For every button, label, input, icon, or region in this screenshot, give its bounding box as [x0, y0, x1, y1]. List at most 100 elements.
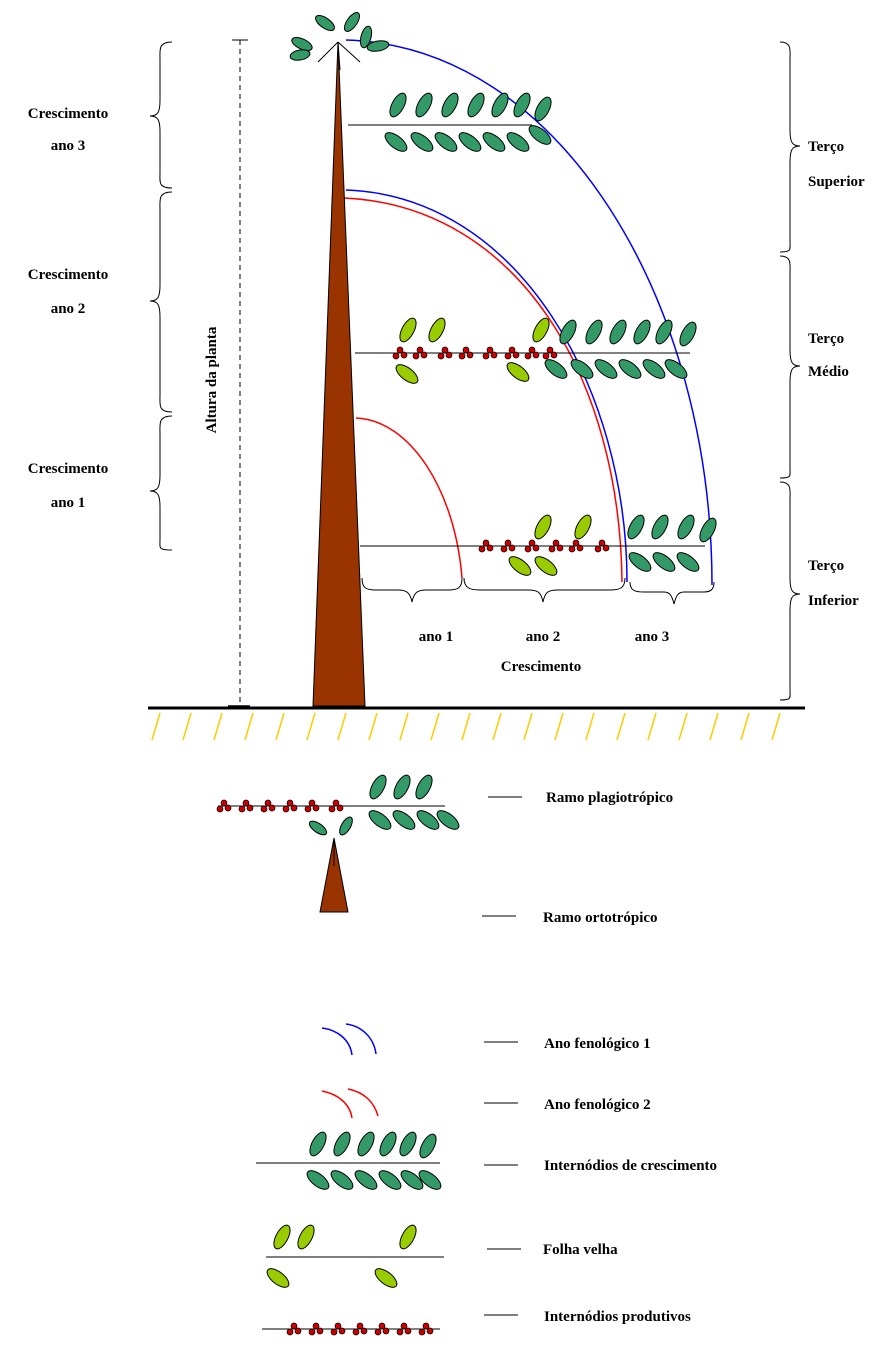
phenological-year2-arc-inner: [355, 417, 463, 579]
old-leaf: [392, 360, 422, 388]
soil-hatch-stroke: [430, 712, 440, 741]
soil-hatch-stroke: [151, 712, 161, 741]
apical-leaves: [289, 12, 390, 71]
young-leaf: [606, 317, 630, 347]
young-leaf: [674, 512, 698, 542]
young-leaf: [648, 512, 672, 542]
young-leaf: [630, 317, 654, 347]
young-leaf: [375, 1166, 405, 1194]
young-leaf: [639, 355, 669, 383]
fruit-cluster: [542, 346, 558, 360]
fruit-cluster: [328, 799, 344, 813]
fruit-cluster: [392, 346, 408, 360]
legend-phenological1-label: Ano fenológico 1: [544, 1036, 651, 1052]
young-leaf: [541, 355, 571, 383]
old-leaf: [425, 315, 449, 345]
left-braces: [149, 41, 173, 551]
young-leaf: [479, 128, 509, 156]
branch-year3: [348, 90, 555, 156]
soil-hatch-stroke: [337, 712, 347, 741]
fruit-cluster: [478, 539, 494, 553]
soil-hatch-stroke: [399, 712, 409, 741]
soil-hatch-stroke: [771, 712, 781, 741]
soil-hatching: [151, 712, 781, 741]
fruit-cluster: [524, 346, 540, 360]
fruit-cluster: [418, 1322, 434, 1336]
soil-hatch-stroke: [678, 712, 688, 741]
fruit-cluster: [330, 1322, 346, 1336]
young-leaf: [624, 512, 648, 542]
young-leaf: [649, 548, 679, 576]
lower-third-label-line2: Inferior: [808, 593, 859, 609]
soil-hatch-stroke: [461, 712, 471, 741]
middle-third-label-line1: Terço: [808, 331, 844, 347]
soil-hatch-stroke: [554, 712, 564, 741]
fruit-cluster: [286, 1322, 302, 1336]
young-leaf: [389, 806, 419, 834]
plant-height-indicator: [228, 39, 250, 707]
young-leaf: [433, 806, 463, 834]
young-leaf: [676, 319, 700, 349]
legend-growth-internodes-label: Internódios de crescimento: [544, 1158, 717, 1174]
young-leaf: [306, 1129, 330, 1159]
right-braces: [779, 41, 801, 701]
young-leaf: [556, 317, 580, 347]
soil-hatch-stroke: [244, 712, 254, 741]
young-leaf: [386, 90, 410, 120]
phenological-year1-arc-inner: [345, 189, 628, 583]
fruit-cluster: [482, 346, 498, 360]
young-leaf: [303, 1166, 333, 1194]
old-leaf: [503, 358, 533, 386]
young-leaf: [525, 121, 555, 149]
young-leaf: [376, 1129, 400, 1159]
legend-plagiotropic-symbol: [216, 772, 463, 834]
soil-hatch-stroke: [585, 712, 595, 741]
fruit-cluster: [504, 346, 520, 360]
orthotropic-trunk: [312, 41, 366, 707]
branch-year2: [355, 315, 700, 388]
soil-hatch-stroke: [647, 712, 657, 741]
young-leaf: [330, 1129, 354, 1159]
old-leaf: [529, 315, 553, 345]
growth-year1-label-line1: Crescimento: [28, 461, 109, 477]
upper-third-label-line1: Terço: [808, 139, 844, 155]
phenological-year1-arc-outer: [345, 39, 713, 586]
legend-orthotropic-label: Ramo ortotrópico: [543, 910, 658, 926]
young-leaf: [625, 548, 655, 576]
legend-old-leaf-symbol: [263, 1222, 444, 1292]
legend-phenological2-label: Ano fenológico 2: [544, 1097, 651, 1113]
young-leaf: [390, 772, 414, 802]
young-leaf: [615, 355, 645, 383]
fruit-cluster: [524, 539, 540, 553]
young-leaf: [407, 128, 437, 156]
growth-year2-label-line1: Crescimento: [28, 267, 109, 283]
young-leaf: [412, 90, 436, 120]
fruit-cluster: [458, 346, 474, 360]
growth-braces: [361, 577, 715, 605]
soil-hatch-stroke: [182, 712, 192, 741]
fruit-cluster: [282, 799, 298, 813]
soil-hatch-stroke: [523, 712, 533, 741]
legend-productive-internodes-symbol: [262, 1322, 440, 1336]
young-leaf: [431, 128, 461, 156]
young-leaf: [381, 128, 411, 156]
fruit-cluster: [308, 1322, 324, 1336]
young-leaf: [366, 772, 390, 802]
lower-third-label-line1: Terço: [808, 558, 844, 574]
legend-growth-internodes-symbol: [256, 1129, 445, 1194]
soil-hatch-stroke: [616, 712, 626, 741]
fruit-cluster: [412, 346, 428, 360]
fruit-cluster: [238, 799, 254, 813]
legend-orthotropic-symbol: [308, 816, 353, 913]
legend-phenological1-symbol: [321, 1023, 377, 1056]
branch-year1: [360, 512, 720, 580]
old-leaf: [531, 512, 555, 542]
legend-plagiotropic-label: Ramo plagiotrópico: [546, 790, 673, 806]
legend-phenological2-symbol: [321, 1088, 379, 1119]
young-leaf: [582, 317, 606, 347]
young-leaf: [412, 772, 436, 802]
young-leaf: [591, 355, 621, 383]
fruit-cluster: [216, 799, 232, 813]
young-leaf: [531, 94, 555, 124]
